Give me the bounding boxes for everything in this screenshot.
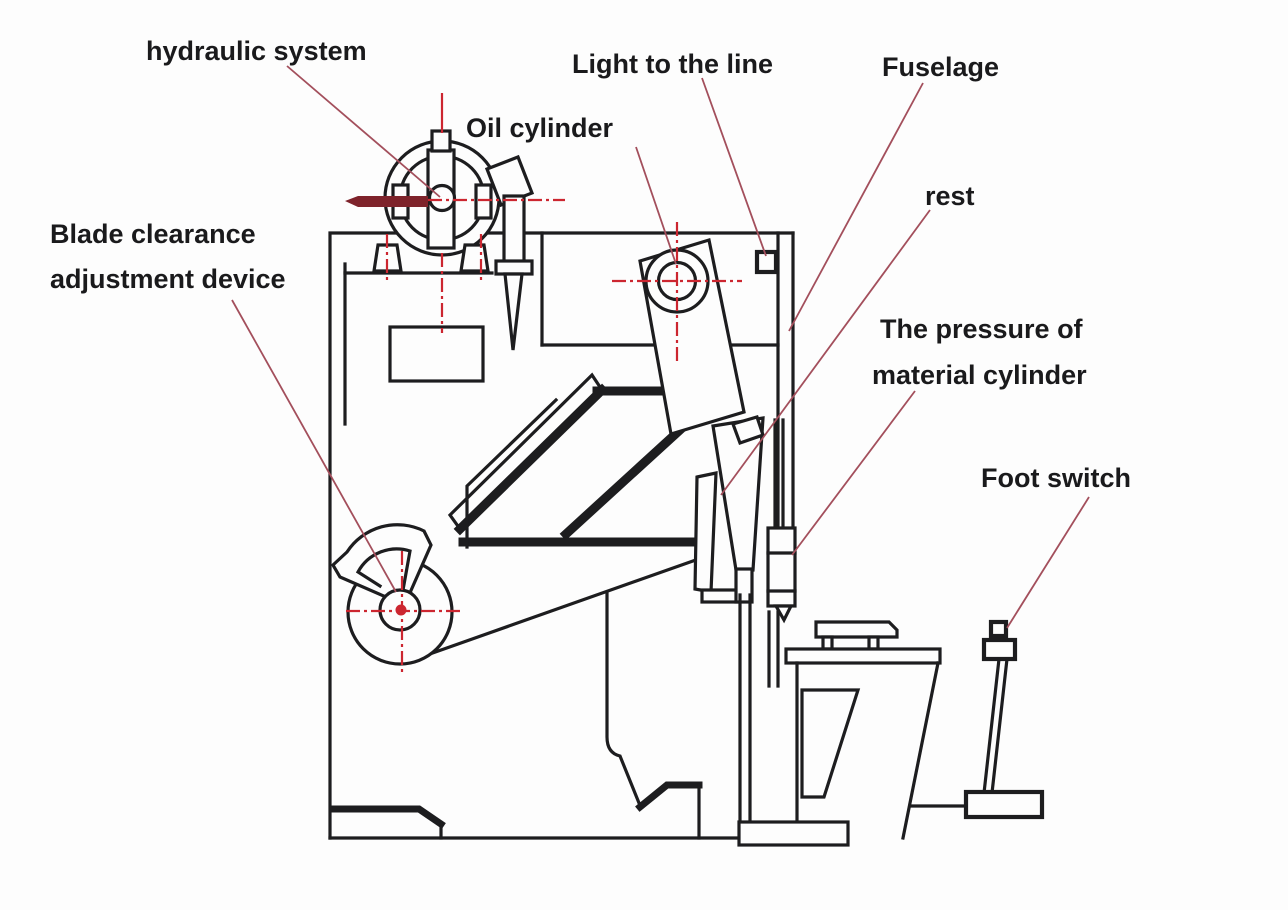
pump-top-cap xyxy=(430,129,452,153)
label-pressure-line2: material cylinder xyxy=(872,360,1087,390)
pump-hub xyxy=(427,183,457,213)
hydraulic-pump xyxy=(372,129,535,351)
wheel-center-dot xyxy=(395,604,407,616)
label-light-to-the-line: Light to the line xyxy=(572,49,773,79)
pump-foot-right xyxy=(459,243,490,273)
label-blade-clearance-line2: adjustment device xyxy=(50,264,286,294)
pipe-elbow xyxy=(484,154,535,208)
pump-spindle xyxy=(345,196,428,207)
leader-blade-clearance xyxy=(231,299,397,593)
leader-pressure-cylinder xyxy=(791,390,916,556)
foot-switch-box xyxy=(981,637,1018,662)
label-pressure-line1: The pressure of xyxy=(880,314,1084,344)
label-foot-switch: Foot switch xyxy=(981,463,1131,493)
stand-base-plate xyxy=(737,820,850,847)
light-to-line-device xyxy=(754,249,779,275)
cylinder-body xyxy=(766,526,797,608)
leader-rest xyxy=(720,209,931,496)
label-fuselage: Fuselage xyxy=(882,52,999,82)
bottom-step xyxy=(328,805,446,829)
label-rest: rest xyxy=(925,181,975,211)
chute-footing xyxy=(635,781,703,812)
leader-lines xyxy=(231,65,1090,629)
beam-left-outline xyxy=(465,397,559,549)
body-outline-left-top xyxy=(328,231,795,840)
cylinder-bands xyxy=(766,551,797,593)
swing-band-thick-edge xyxy=(453,383,609,536)
pipe-vertical xyxy=(502,194,526,264)
foot-switch xyxy=(963,619,1045,820)
rest-plate xyxy=(693,471,718,594)
chute-wall xyxy=(605,592,642,806)
machine-body xyxy=(328,231,795,840)
blade-clearance-wheel xyxy=(330,523,454,666)
oil-cylinder-assembly xyxy=(638,237,766,604)
swing-band-outline xyxy=(447,372,605,532)
control-box xyxy=(388,325,485,383)
cylinder-rods xyxy=(773,418,785,530)
cylinder-tip xyxy=(773,604,794,624)
table-top-plate xyxy=(784,647,942,665)
leader-fuselage xyxy=(788,82,924,332)
pipe-taper xyxy=(503,272,524,351)
leader-hydraulic-system xyxy=(286,65,441,198)
fixture-leg-left xyxy=(821,635,834,651)
labels: hydraulic system Blade clearance adjustm… xyxy=(50,36,1131,493)
pressure-material-cylinder xyxy=(766,418,797,624)
pump-flange-right xyxy=(474,183,493,220)
arm-linkage-block xyxy=(730,415,766,446)
foot-switch-cap xyxy=(988,619,1009,639)
work-table-stand xyxy=(737,593,968,847)
rest-foot-bar xyxy=(700,588,740,604)
label-oil-cylinder: Oil cylinder xyxy=(466,113,614,143)
pump-feet-ticks xyxy=(385,234,483,284)
label-blade-clearance-line1: Blade clearance xyxy=(50,219,256,249)
bed-diagonal xyxy=(407,553,710,664)
fixture-leg-right xyxy=(867,635,880,651)
foot-switch-stem xyxy=(982,657,1009,795)
stand-right-slant xyxy=(901,661,940,840)
table-left-supports xyxy=(767,610,780,688)
leader-foot-switch xyxy=(1006,496,1090,629)
stand-columns xyxy=(738,593,752,824)
pump-foot-left xyxy=(372,243,403,273)
table-fixture-bar xyxy=(814,620,899,639)
foot-switch-pedal xyxy=(963,789,1045,820)
stand-cutout xyxy=(800,688,861,799)
centerlines xyxy=(345,93,742,673)
pipe-collar xyxy=(494,259,534,276)
leader-oil-cylinder xyxy=(635,146,677,265)
adjustment-sector-inner xyxy=(355,547,412,592)
leader-light-to-line xyxy=(701,77,767,257)
label-hydraulic-system: hydraulic system xyxy=(146,36,367,66)
